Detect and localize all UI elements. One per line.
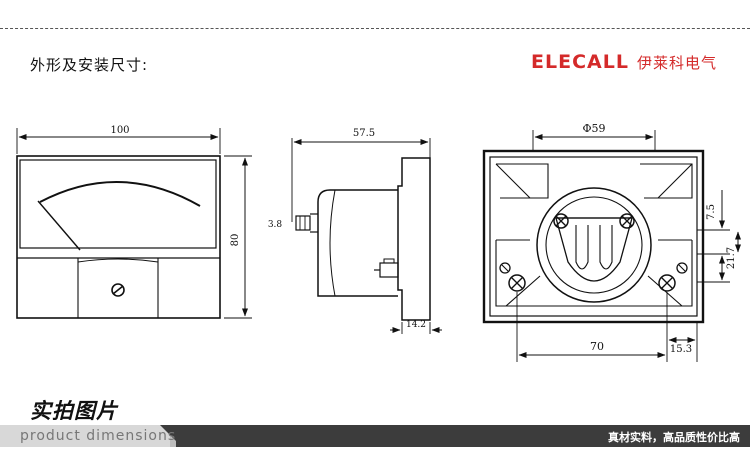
side-flange xyxy=(397,157,431,321)
footer-slogan: 真材实料，高品质性价比高 xyxy=(608,431,740,444)
rear-inner-frame xyxy=(489,156,698,317)
rear-magnet xyxy=(555,217,633,282)
rear-outer-frame xyxy=(482,149,705,324)
brand-logo: ELECALL 伊莱科电气 xyxy=(531,50,717,74)
side-shaft-label: 3.8 xyxy=(268,220,283,230)
rear-movement-disc xyxy=(536,187,652,303)
side-view xyxy=(291,138,442,334)
meter-front-body xyxy=(16,155,221,319)
rear-upper-screw-right xyxy=(619,213,635,229)
side-body xyxy=(317,189,398,297)
rear-diameter-label: Φ59 xyxy=(582,122,605,135)
section-heading: 外形及安装尺寸: xyxy=(30,56,149,74)
front-width-label: 100 xyxy=(110,125,129,136)
footer-banner: product dimensions 真材实料，高品质性价比高 xyxy=(0,425,750,447)
footer-banner-light xyxy=(0,425,170,447)
rear-hole-gap-label: 21.7 xyxy=(726,247,737,269)
rear-edge-label: 15.3 xyxy=(670,344,692,355)
meter-scale-arc xyxy=(39,181,201,207)
rear-terminal-left xyxy=(499,262,511,274)
side-length-label: 57.5 xyxy=(353,128,375,139)
side-terminal xyxy=(379,262,399,278)
rear-upper-screw-left xyxy=(553,213,569,229)
zero-adjust-screw xyxy=(111,283,125,297)
rear-terminal-right xyxy=(676,262,688,274)
side-flange-label: 14.2 xyxy=(406,320,426,330)
rear-top-gap-label: 7.5 xyxy=(706,204,717,220)
rear-mounting-stud-right xyxy=(658,274,676,292)
rear-mounting-stud-left xyxy=(508,274,526,292)
rear-hole-spacing-label: 70 xyxy=(590,340,604,353)
top-dashed-divider xyxy=(0,28,750,29)
front-height-label: 80 xyxy=(230,234,241,247)
meter-needle xyxy=(37,200,81,251)
side-shaft xyxy=(295,215,311,231)
footer-banner-dark xyxy=(176,425,750,447)
brand-logo-latin: ELECALL xyxy=(531,51,629,73)
footer-english-subtitle: product dimensions xyxy=(20,428,177,444)
brand-logo-chinese: 伊莱科电气 xyxy=(636,53,717,72)
photo-section-title: 实拍图片 xyxy=(30,399,118,423)
front-view xyxy=(16,128,252,319)
rear-view xyxy=(482,130,741,362)
meter-scale-window xyxy=(19,159,217,249)
